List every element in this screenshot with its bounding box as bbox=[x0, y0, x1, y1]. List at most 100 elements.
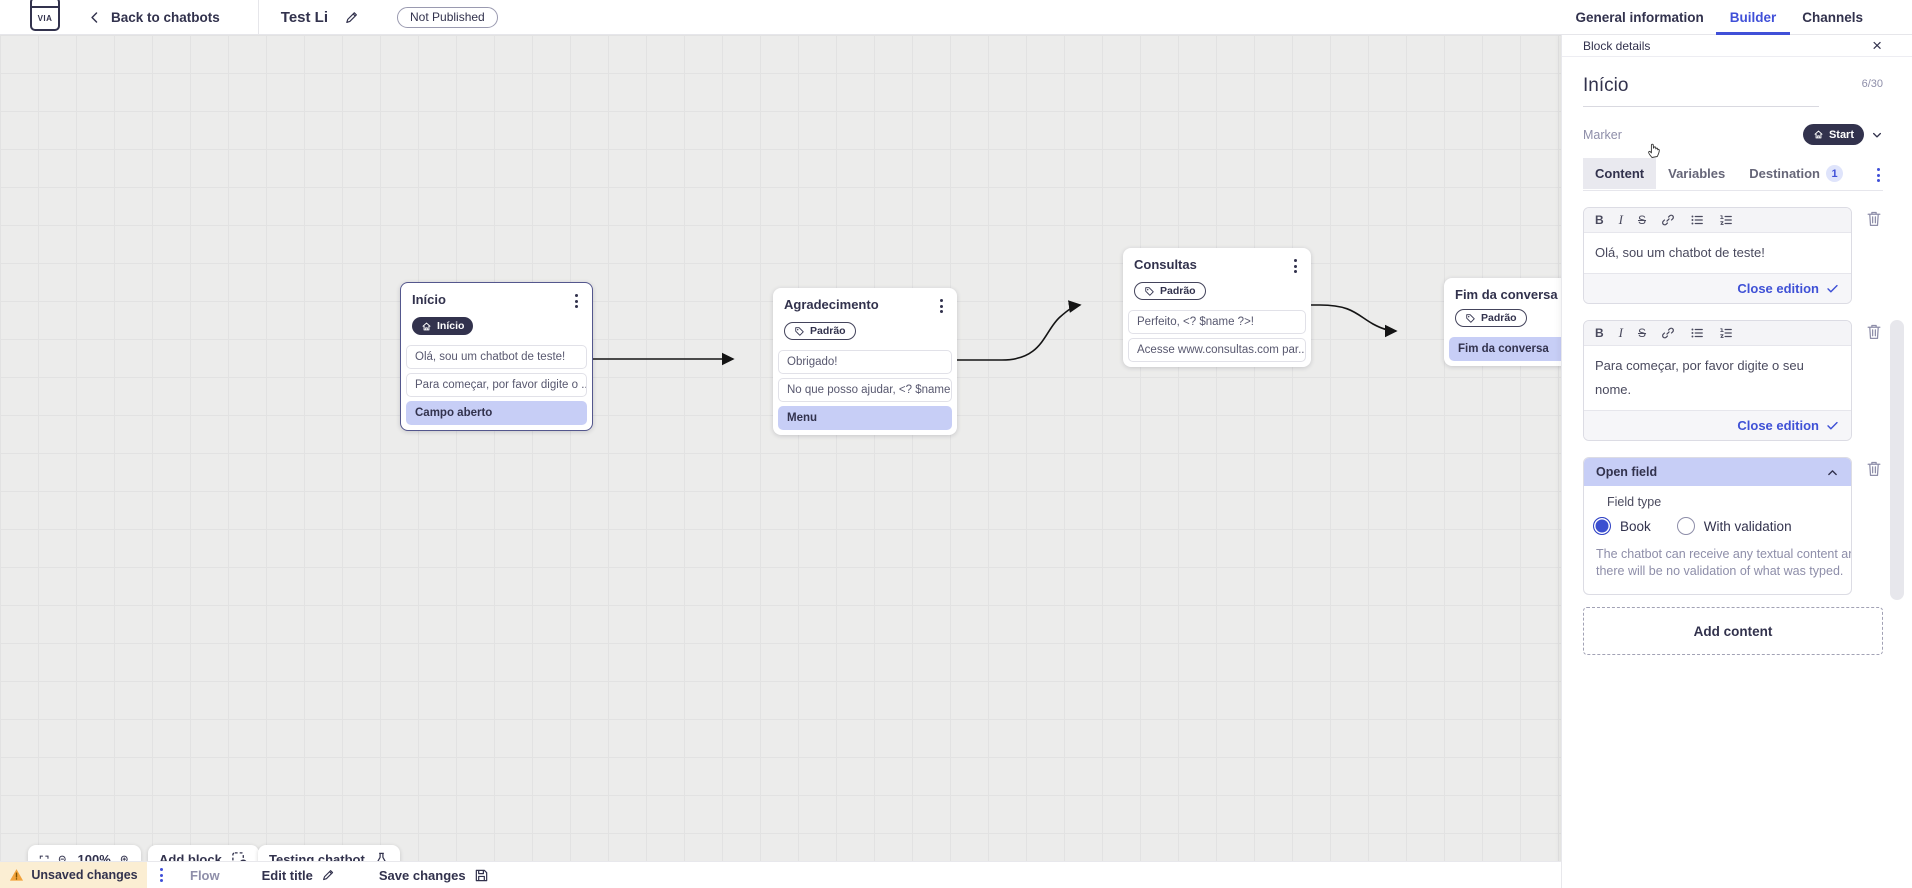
italic-icon[interactable]: I bbox=[1618, 212, 1624, 227]
message-row[interactable]: Acesse www.consultas.com par... bbox=[1128, 337, 1306, 362]
panel-scrollbar[interactable] bbox=[1890, 320, 1904, 600]
link-icon[interactable] bbox=[1661, 326, 1675, 340]
strikethrough-icon[interactable]: S bbox=[1638, 213, 1647, 227]
block-title: Fim da conversa bbox=[1455, 287, 1558, 302]
flow-canvas[interactable]: Início Início Olá, sou um chatbot de tes… bbox=[0, 35, 1561, 861]
italic-icon[interactable]: I bbox=[1618, 325, 1624, 340]
flow-view-button[interactable]: Flow bbox=[190, 868, 220, 883]
flow-label: Flow bbox=[190, 867, 220, 883]
warning-icon bbox=[10, 869, 24, 881]
block-details-panel: Block details × Início 6/30 Marker Start bbox=[1561, 35, 1912, 888]
fullscreen-icon[interactable] bbox=[39, 853, 49, 862]
message-row[interactable]: Olá, sou um chatbot de teste! bbox=[406, 344, 587, 369]
edit-title-button[interactable]: Edit title bbox=[262, 868, 335, 883]
message-row[interactable]: No que posso ajudar, <? $name ... bbox=[778, 377, 952, 402]
block-name-row: Início 6/30 bbox=[1583, 75, 1883, 107]
marker-select[interactable]: Start bbox=[1802, 124, 1864, 145]
app-logo[interactable]: VIA bbox=[30, 0, 60, 31]
field-type-description: The chatbot can receive any textual cont… bbox=[1596, 547, 1852, 578]
badge-label: Padrão bbox=[1160, 285, 1196, 297]
editor-footer: Close edition bbox=[1584, 273, 1851, 303]
padrao-badge: Padrão bbox=[1455, 309, 1527, 327]
save-icon bbox=[475, 869, 487, 881]
bold-icon[interactable]: B bbox=[1595, 213, 1604, 227]
end-row[interactable]: Fim da conversa bbox=[1449, 336, 1561, 361]
field-type-label: Field type bbox=[1607, 495, 1662, 509]
edit-title-icon[interactable] bbox=[344, 10, 359, 25]
block-name-input[interactable]: Início bbox=[1583, 75, 1819, 107]
tab-channels[interactable]: Channels bbox=[1802, 10, 1863, 25]
block-rows: Fim da conversa bbox=[1444, 336, 1561, 366]
tab-variables[interactable]: Variables bbox=[1668, 166, 1726, 181]
block-menu-button[interactable] bbox=[937, 297, 946, 315]
panel-tabs: Content Variables Destination 1 bbox=[1583, 157, 1883, 191]
save-changes-label: Save changes bbox=[378, 867, 466, 883]
open-field-body: Field type Book With validation The bbox=[1584, 486, 1851, 594]
chatbot-title[interactable]: Test Li bbox=[280, 8, 329, 26]
bullet-list-icon[interactable] bbox=[1690, 213, 1704, 227]
text-editor[interactable]: B I S Para começar, por favor digite o s… bbox=[1583, 320, 1852, 441]
tag-icon bbox=[795, 326, 804, 336]
panel-body: Início 6/30 Marker Start Content Variabl… bbox=[1562, 57, 1912, 655]
open-field-row[interactable]: Campo aberto bbox=[406, 400, 587, 425]
block-menu-button[interactable] bbox=[1291, 257, 1300, 275]
editor-text[interactable]: Para começar, por favor digite o seu nom… bbox=[1595, 358, 1804, 397]
tab-general-information[interactable]: General information bbox=[1575, 10, 1704, 25]
close-icon[interactable]: × bbox=[1872, 36, 1882, 55]
home-icon bbox=[422, 322, 431, 330]
radio-with-validation[interactable]: With validation bbox=[1676, 517, 1792, 535]
link-icon[interactable] bbox=[1661, 213, 1675, 227]
block-menu-button[interactable] bbox=[572, 292, 581, 310]
tab-content[interactable]: Content bbox=[1583, 158, 1657, 189]
open-field-header[interactable]: Open field bbox=[1584, 458, 1851, 486]
numbered-list-icon[interactable] bbox=[1719, 326, 1733, 340]
flow-block-fim-da-conversa[interactable]: Fim da conversa Padrão Fim da conversa bbox=[1444, 278, 1561, 366]
flow-block-inicio[interactable]: Início Início Olá, sou um chatbot de tes… bbox=[400, 282, 593, 431]
block-header: Agradecimento Padrão bbox=[773, 288, 957, 349]
zoom-out-icon[interactable] bbox=[58, 853, 68, 862]
numbered-list-icon[interactable] bbox=[1719, 213, 1733, 227]
add-block-label: Add block bbox=[159, 852, 222, 861]
save-changes-button[interactable]: Save changes bbox=[379, 868, 489, 883]
chevron-up-icon[interactable] bbox=[1826, 466, 1839, 479]
open-field-title: Open field bbox=[1596, 465, 1658, 479]
message-row[interactable]: Para começar, por favor digite o ... bbox=[406, 372, 587, 397]
badge-label: Padrão bbox=[1481, 312, 1517, 324]
chevron-down-icon[interactable] bbox=[1871, 129, 1883, 141]
editor-text[interactable]: Olá, sou um chatbot de teste! bbox=[1595, 245, 1765, 260]
menu-row[interactable]: Menu bbox=[778, 405, 952, 430]
block-title: Agradecimento bbox=[784, 297, 879, 312]
logo-window-bar bbox=[32, 0, 58, 8]
check-icon bbox=[1827, 284, 1838, 293]
logo-text: VIA bbox=[37, 14, 53, 23]
padrao-badge: Padrão bbox=[1134, 282, 1206, 300]
trash-icon[interactable] bbox=[1865, 323, 1883, 341]
flow-block-agradecimento[interactable]: Agradecimento Padrão Obrigado! No que po… bbox=[773, 288, 957, 435]
testing-chatbot-button[interactable]: Testing chatbot bbox=[258, 845, 400, 861]
close-edition-button[interactable]: Close edition bbox=[1737, 418, 1819, 433]
back-to-chatbots-button[interactable]: Back to chatbots bbox=[88, 10, 220, 25]
statusbar-menu-button[interactable] bbox=[157, 866, 166, 884]
add-content-button[interactable]: Add content bbox=[1583, 607, 1883, 655]
flow-connectors bbox=[558, 300, 1398, 366]
close-edition-button[interactable]: Close edition bbox=[1737, 281, 1819, 296]
radio-validation-label: With validation bbox=[1703, 518, 1792, 534]
flow-block-consultas[interactable]: Consultas Padrão Perfeito, <? $name ?>! … bbox=[1123, 248, 1311, 367]
radio-unselected-icon bbox=[1676, 517, 1695, 535]
panel-tabs-menu-button[interactable] bbox=[1874, 166, 1883, 184]
trash-icon[interactable] bbox=[1865, 210, 1883, 228]
zoom-in-icon[interactable] bbox=[120, 853, 130, 862]
bold-icon[interactable]: B bbox=[1595, 326, 1604, 340]
message-row[interactable]: Obrigado! bbox=[778, 349, 952, 374]
marker-label: Marker bbox=[1583, 127, 1622, 142]
message-row[interactable]: Perfeito, <? $name ?>! bbox=[1128, 309, 1306, 334]
bullet-list-icon[interactable] bbox=[1690, 326, 1704, 340]
trash-icon[interactable] bbox=[1865, 460, 1883, 478]
panel-header: Block details × bbox=[1562, 35, 1912, 57]
tab-destination[interactable]: Destination 1 bbox=[1737, 157, 1855, 190]
add-block-button[interactable]: Add block bbox=[148, 845, 259, 861]
tab-builder[interactable]: Builder bbox=[1715, 0, 1790, 35]
radio-book[interactable]: Book bbox=[1593, 517, 1651, 535]
text-editor[interactable]: B I S Olá, sou um chatbot de teste! Clos… bbox=[1583, 207, 1852, 304]
strikethrough-icon[interactable]: S bbox=[1638, 326, 1647, 340]
